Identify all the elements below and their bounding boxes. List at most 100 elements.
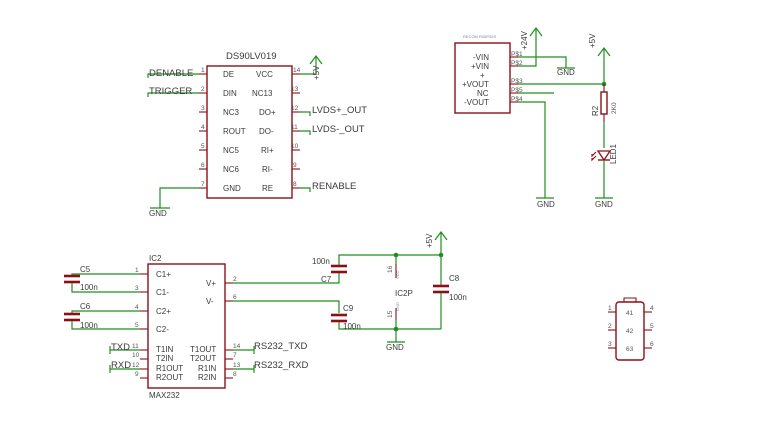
max232-pin-num: 1 (135, 267, 139, 274)
c7-name: C7 (321, 275, 332, 284)
capacitor-c8: C8 100n (433, 255, 467, 329)
led1-name: LED1 (609, 143, 618, 164)
ds90lv019-pin-name: VCC (256, 70, 273, 79)
r2-name: R2 (591, 105, 600, 116)
ds90lv019-pin-name: ROUT (223, 127, 246, 136)
max232-name: IC2 (149, 254, 162, 263)
capacitor-c9: C9 100n (233, 300, 441, 331)
ds90lv019-chip: DS90LV019 1 2 3 4 5 6 7 DE DIN NC3 ROUT … (147, 51, 367, 218)
net-label-txd: TXD (111, 342, 130, 353)
c9-name: C9 (343, 304, 354, 313)
max232-pin-name: T2IN (156, 354, 174, 363)
max232-pin-num: 8 (233, 371, 237, 378)
max232-pin-name: R1OUT (156, 364, 183, 373)
net-label-trigger: TRIGGER (149, 86, 192, 97)
connector-j1: 1 2 3 4 5 6 41 42 63 (608, 297, 654, 361)
c5-name: C5 (80, 265, 91, 274)
ds90lv019-pin-num: 13 (291, 86, 299, 93)
dcdc-part-label: RECOM R05P05S (463, 34, 496, 39)
max232-pin-name: C2+ (156, 307, 171, 316)
connector-body (615, 301, 645, 361)
ds90lv019-pin-name: NC13 (252, 89, 273, 98)
ds90lv019-pin-num: 12 (291, 105, 299, 112)
gnd-label: GND (595, 200, 613, 209)
max232-body (147, 263, 226, 389)
ds90lv019-body (206, 65, 293, 199)
dcdc-pin-name: -VOUT (464, 98, 489, 107)
dcdc-module: RECOM R05P05S -VIN +VIN + +VOUT NC -VOUT… (454, 27, 618, 209)
r2-value: 2K0 (611, 102, 618, 114)
max232-pin-name: R1IN (198, 364, 216, 373)
max232-pin-num: 12 (132, 362, 140, 369)
ic2-power-pins: 16 15 VCC GND IC2P GND +5V (386, 231, 448, 352)
connector-pin-num: 1 (608, 305, 612, 312)
dcdc-pin-num: P$2 (511, 60, 523, 67)
gnd-label: GND (557, 68, 575, 77)
max232-pin-num: 14 (233, 343, 241, 350)
connector-label: 63 (626, 346, 634, 353)
max232-pin-name: V- (206, 297, 214, 306)
dcdc-pin-name: -VIN (473, 53, 489, 62)
max232-pin-num: 3 (135, 285, 139, 292)
ds90lv019-pin-name: DIN (223, 89, 237, 98)
max232-pin-num: 11 (132, 343, 139, 350)
capacitor-c7: 100n C7 (233, 254, 441, 284)
connector-label: 41 (626, 310, 634, 317)
max232-pin-name: C1+ (156, 270, 171, 279)
ds90lv019-pin-num: 14 (293, 67, 301, 74)
ds90lv019-pin-name: DO- (259, 127, 274, 136)
max232-pin-name: T1OUT (190, 345, 216, 354)
ds90lv019-pin-num: 7 (201, 181, 205, 188)
max232-pin-name: R2IN (198, 373, 216, 382)
max232-pin-name: C1- (156, 288, 169, 297)
connector-pin-num: 5 (650, 323, 654, 330)
net-label-24v: +24V (520, 30, 529, 50)
c7-value: 100n (312, 257, 330, 266)
connector-pin-num: 6 (650, 341, 654, 348)
ds90lv019-pin-name: DE (223, 70, 234, 79)
ic2p-pin-num: 15 (387, 310, 394, 318)
c6-value: 100n (80, 321, 98, 330)
dcdc-body (454, 42, 511, 114)
ds90lv019-left-pins: 1 2 3 4 5 6 7 DE DIN NC3 ROUT NC5 NC6 GN… (199, 67, 246, 193)
ds90lv019-name: DS90LV019 (226, 51, 277, 62)
c6-name: C6 (80, 302, 91, 311)
max232-part: MAX232 (149, 391, 180, 400)
dcdc-pin-name: +VOUT (462, 80, 489, 89)
max232-pin-num: 4 (135, 304, 139, 311)
max232-pin-num: 13 (233, 362, 241, 369)
max232-pin-name: V+ (206, 279, 216, 288)
dcdc-pin-num: P$1 (511, 51, 523, 58)
ds90lv019-pin-num: 4 (201, 124, 205, 131)
net-label-u1-vcc: +5V (312, 65, 321, 80)
ds90lv019-pin-num: 1 (201, 67, 205, 74)
ds90lv019-pin-num: 6 (201, 162, 205, 169)
gnd-label: GND (149, 209, 167, 218)
max232-pin-name: C2- (156, 325, 169, 334)
max232-pin-num: 10 (132, 352, 140, 359)
dcdc-pin-num: P$5 (511, 87, 523, 94)
net-label-rxd: RXD (111, 360, 131, 371)
ds90lv019-pin-name: NC6 (223, 165, 240, 174)
max232-pin-name: T1IN (156, 345, 174, 354)
gnd-label: GND (386, 343, 404, 352)
max232-pin-name: T2OUT (190, 354, 216, 363)
net-label-ic2-5v: +5V (425, 233, 434, 248)
dcdc-pin-num: P$3 (511, 78, 523, 85)
dcdc-pin-num: P$4 (511, 96, 523, 103)
ds90lv019-right-pins: 14 13 12 11 10 9 8 VCC NC13 DO+ DO- RI+ … (252, 67, 301, 193)
dcdc-pin-name: +VIN (471, 62, 489, 71)
ds90lv019-pin-name: RE (262, 184, 273, 193)
connector-pin-num: 3 (608, 341, 612, 348)
ic2p-gnd-label: GND (395, 302, 400, 311)
max232-pin-name: R2OUT (156, 373, 183, 382)
dcdc-pin-name: NC (477, 89, 489, 98)
c8-name: C8 (449, 274, 460, 283)
ds90lv019-pin-num: 3 (201, 105, 205, 112)
c5-value: 100n (80, 283, 98, 292)
gnd-label: GND (537, 200, 555, 209)
max232-pin-num: 5 (135, 322, 139, 329)
net-label-lvds-n: LVDS-_OUT (312, 124, 365, 135)
ds90lv019-pin-num: 10 (291, 143, 299, 150)
